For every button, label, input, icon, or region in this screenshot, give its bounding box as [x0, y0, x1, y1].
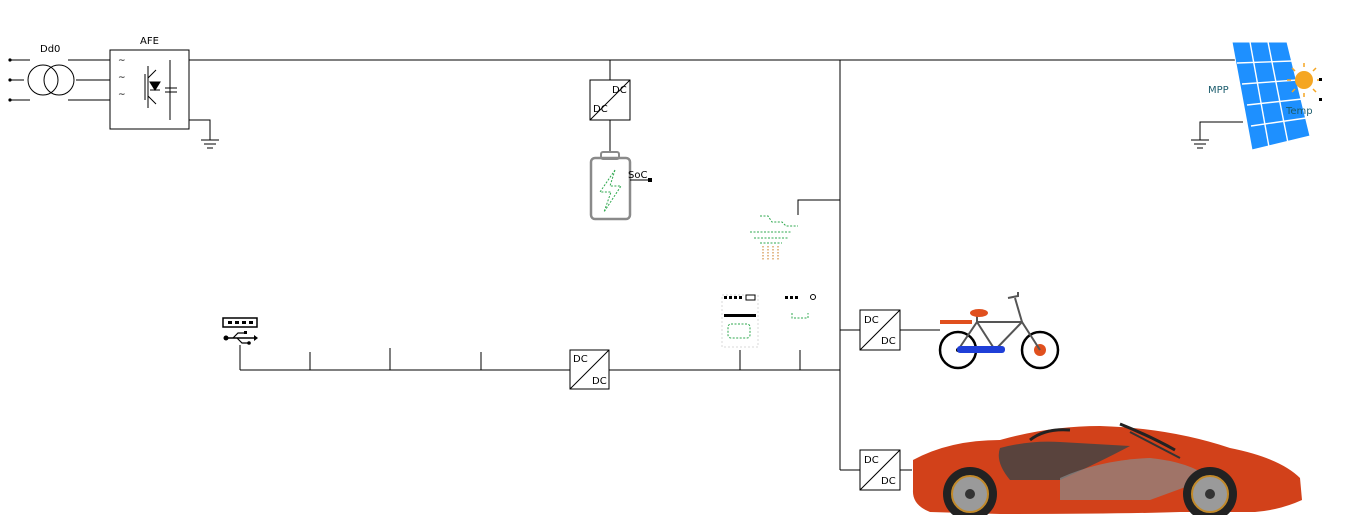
pv-mpp-label: MPP: [1208, 85, 1229, 96]
svg-text:DC: DC: [881, 476, 896, 487]
ground-icon: [201, 139, 219, 149]
heater-icon[interactable]: [750, 215, 798, 260]
transformer-label: Dd0: [40, 44, 60, 55]
dcdc-converter-usb[interactable]: DC DC: [569, 349, 610, 390]
dcdc-converter-battery[interactable]: DC DC: [589, 79, 631, 121]
dcdc-converter-bike[interactable]: DC DC: [859, 309, 901, 351]
usb-icon[interactable]: [222, 317, 258, 345]
dcdc-converter-car[interactable]: DC DC: [859, 449, 901, 491]
afe-block[interactable]: AFE ~ ~ ~: [109, 36, 190, 130]
svg-text:DC: DC: [881, 336, 896, 347]
wiring: [10, 59, 1243, 471]
electric-car-icon[interactable]: [912, 422, 1302, 515]
svg-text:~: ~: [118, 90, 126, 100]
svg-text:DC: DC: [864, 315, 879, 326]
svg-text:DC: DC: [573, 354, 588, 365]
transformer-icon[interactable]: Dd0: [8, 44, 75, 102]
svg-text:DC: DC: [592, 376, 607, 387]
battery-soc-label: SoC: [628, 170, 647, 181]
afe-label: AFE: [140, 36, 159, 47]
svg-text:~: ~: [118, 73, 126, 83]
appliance-icon[interactable]: [785, 294, 816, 319]
svg-text:~: ~: [118, 56, 126, 66]
pv-temp-label: Temp: [1285, 106, 1313, 117]
ground-icon: [1191, 139, 1209, 149]
igbt-rectifier-icon: [144, 60, 177, 120]
svg-text:DC: DC: [864, 455, 879, 466]
appliance-icon[interactable]: [721, 294, 759, 348]
solar-panel-icon[interactable]: MPP Temp: [1208, 41, 1322, 151]
battery-icon[interactable]: SoC: [589, 151, 652, 221]
svg-text:DC: DC: [593, 104, 608, 115]
e-bike-icon[interactable]: [938, 292, 1060, 370]
svg-text:DC: DC: [612, 85, 627, 96]
